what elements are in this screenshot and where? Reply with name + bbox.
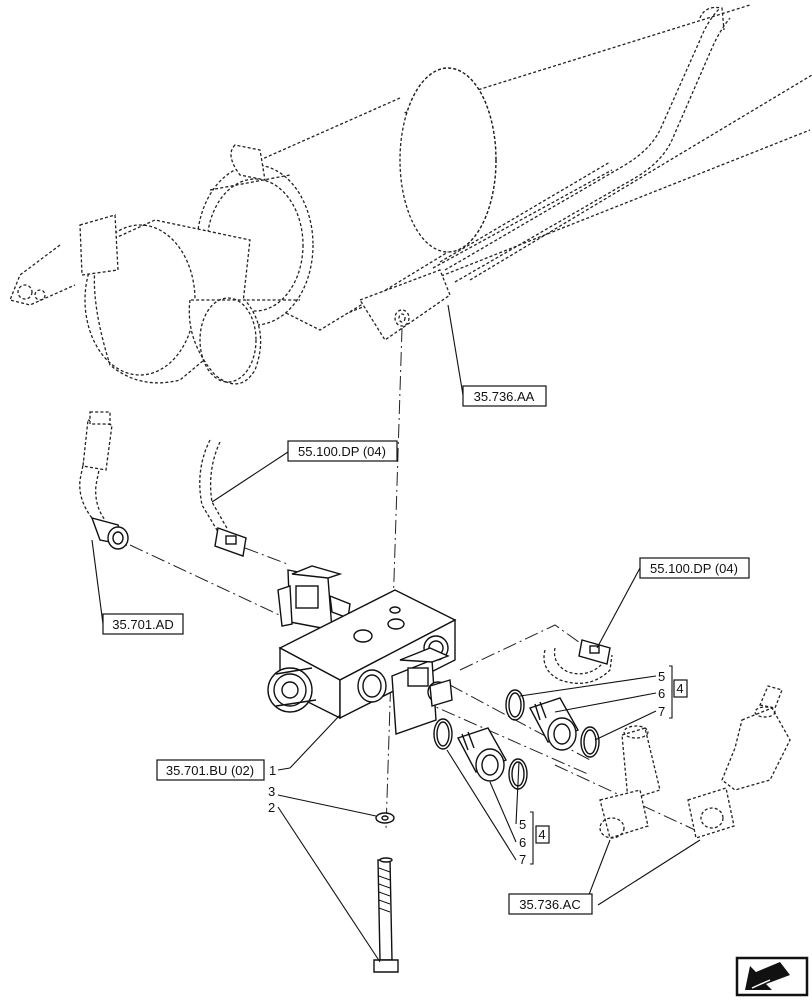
- callout-item-2: 2: [268, 800, 275, 815]
- reference-labels: 35.736.AA 55.100.DP (04) 35.701.AD 55.10…: [102, 385, 750, 915]
- phantom-cylinder-assembly: [9, 4, 812, 385]
- callout-lower-kit: 4: [538, 827, 545, 842]
- ref-valve-text: 35.701.BU (02): [166, 763, 254, 778]
- item-callouts: 1 3 2 5 6 7 4 5 6 7 4: [268, 669, 688, 867]
- callout-upper-item-6: 6: [658, 686, 665, 701]
- upper-fittings: [505, 689, 600, 758]
- hose-assemblies: [599, 685, 791, 839]
- bolt: [373, 857, 399, 973]
- callout-item-1: 1: [269, 763, 276, 778]
- callout-upper-kit: 4: [676, 681, 683, 696]
- callout-lower-item-6: 6: [519, 835, 526, 850]
- ref-hose[interactable]: 35.736.AC: [508, 893, 593, 915]
- lower-fittings: [433, 718, 528, 790]
- callout-upper-item-5: 5: [658, 669, 665, 684]
- ref-harness-right-text: 55.100.DP (04): [650, 561, 738, 576]
- ref-harness-left-text: 55.100.DP (04): [298, 444, 386, 459]
- pressure-sensor: [79, 411, 129, 550]
- ref-cylinder[interactable]: 35.736.AA: [462, 385, 547, 407]
- callout-upper-item-7: 7: [658, 704, 665, 719]
- ref-harness-right[interactable]: 55.100.DP (04): [639, 557, 750, 579]
- navigate-previous-icon[interactable]: [735, 956, 809, 997]
- ref-hose-text: 35.736.AC: [519, 897, 580, 912]
- callout-lower-item-7: 7: [519, 852, 526, 867]
- harness-connector-right: [543, 639, 613, 684]
- washer: [375, 812, 395, 824]
- ref-harness-left[interactable]: 55.100.DP (04): [287, 440, 398, 462]
- center-lines: [129, 327, 696, 831]
- callout-item-3: 3: [268, 784, 275, 799]
- valve-block: [267, 565, 457, 735]
- callout-lower-item-5: 5: [519, 817, 526, 832]
- ref-sensor[interactable]: 35.701.AD: [102, 613, 184, 635]
- harness-connector-left: [199, 439, 247, 557]
- ref-valve[interactable]: 35.701.BU (02): [156, 759, 265, 781]
- leader-lines: [91, 304, 701, 963]
- ref-cylinder-text: 35.736.AA: [474, 389, 535, 404]
- ref-sensor-text: 35.701.AD: [112, 617, 173, 632]
